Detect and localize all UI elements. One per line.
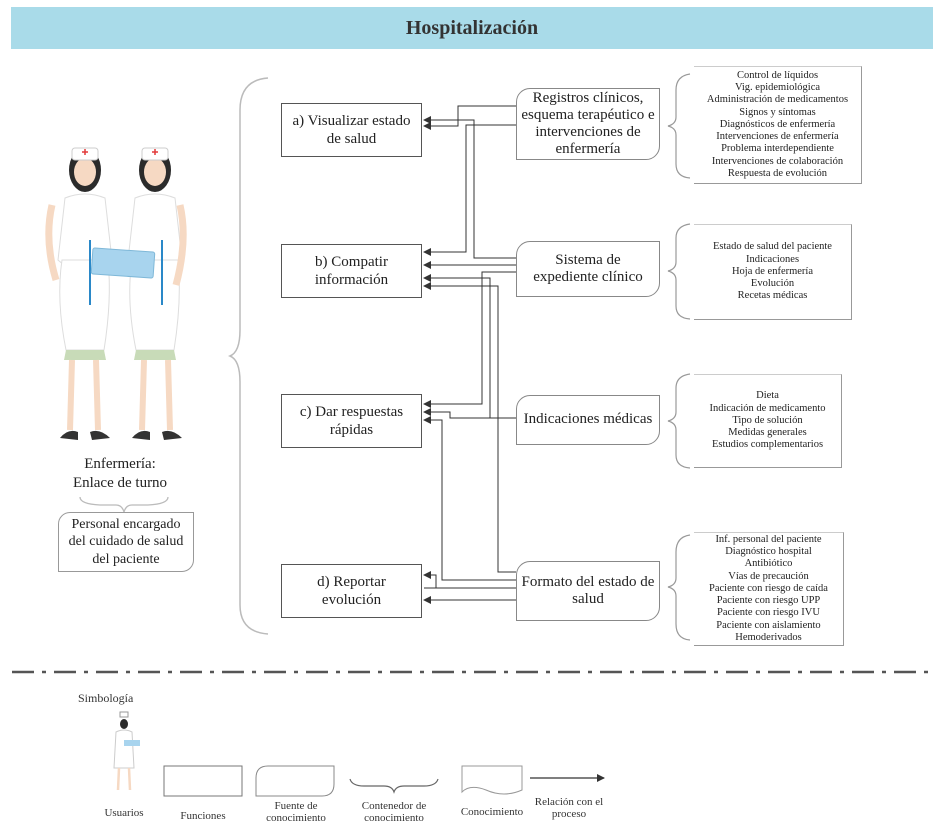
knowledge-item: Antibiótico [744, 558, 793, 570]
function-box-c[interactable]: c) Dar respuestas rápidas [281, 394, 422, 448]
legend-source-shape [255, 765, 335, 797]
legend-relation-label: Relación con el proceso [534, 796, 604, 821]
legend-user-icon [113, 711, 140, 791]
knowledge-item: Vig. epidemiológica [734, 82, 821, 94]
main-container-brace [227, 77, 269, 635]
user-note-text: Personal encargado del cuidado de salud … [68, 516, 184, 567]
function-box-a[interactable]: a) Visualizar estado de salud [281, 103, 422, 157]
user-note: Personal encargado del cuidado de salud … [58, 512, 194, 572]
knowledge-item: Intervenciones de enfermería [716, 131, 839, 143]
knowledge-list-expediente: Estado de salud del paciente Indicacione… [694, 224, 852, 320]
knowledge-item: Intervenciones de colaboración [711, 155, 844, 167]
function-box-b[interactable]: b) Compatir información [281, 244, 422, 298]
nurse-brace [79, 496, 169, 515]
legend-knowledge-label: Conocimiento [460, 806, 524, 818]
source-label: Indicaciones médicas [523, 411, 653, 428]
source-box-formato[interactable]: Formato del estado de salud [516, 561, 660, 621]
knowledge-item: Hoja de enfermería [731, 265, 814, 277]
knowledge-item: Recetas médicas [737, 290, 808, 302]
knowledge-item: Indicación de medicamento [709, 402, 826, 414]
legend-source-label: Fuente de conocimiento [266, 800, 326, 824]
legend-container-shape [349, 778, 439, 794]
source-label: Registros clínicos, esquema terapéutico … [521, 89, 655, 158]
function-label: a) Visualizar estado de salud [292, 113, 411, 147]
knowledge-item: Control de líquidos [736, 69, 819, 81]
knowledge-item: Administración de medicamentos [706, 94, 849, 106]
nurse-illustration [45, 147, 187, 440]
user-caption: Enfermería: Enlace de turno [60, 455, 180, 493]
knowledge-item: Estudios complementarios [711, 439, 824, 451]
knowledge-brace-3 [667, 373, 691, 469]
knowledge-list-formato: Inf. personal del paciente Diagnóstico h… [694, 532, 844, 646]
clipboard-icon [90, 247, 156, 279]
knowledge-list-indicaciones: Dieta Indicación de medicamento Tipo de … [694, 374, 842, 468]
knowledge-item: Problema interdependiente [721, 143, 834, 155]
knowledge-brace-2 [667, 223, 691, 320]
legend-knowledge-shape [461, 765, 523, 795]
knowledge-item: Paciente con riesgo UPP [716, 595, 821, 607]
knowledge-item: Medidas generales [728, 427, 807, 439]
legend-container-label: Contenedor de conocimiento [361, 800, 427, 824]
function-label: b) Compatir información [314, 254, 389, 288]
source-box-registros[interactable]: Registros clínicos, esquema terapéutico … [516, 88, 660, 160]
knowledge-item: Diagnóstico hospital [725, 546, 812, 558]
knowledge-item: Signos y síntomas [739, 106, 816, 118]
function-label: c) Dar respuestas rápidas [299, 404, 404, 438]
source-box-indicaciones[interactable]: Indicaciones médicas [516, 395, 660, 445]
knowledge-item: Evolución [750, 278, 795, 290]
knowledge-item: Vías de precaución [728, 570, 809, 582]
function-box-d[interactable]: d) Reportar evolución [281, 564, 422, 618]
knowledge-item: Tipo de solución [732, 414, 803, 426]
legend-function-shape [163, 765, 243, 797]
legend-title: Simbología [78, 691, 134, 705]
knowledge-brace-1 [667, 73, 691, 179]
knowledge-item: Diagnósticos de enfermería [719, 118, 836, 130]
knowledge-list-registros: Control de líquidos Vig. epidemiológica … [694, 66, 862, 184]
knowledge-item: Paciente con aislamiento [716, 619, 821, 631]
knowledge-item: Estado de salud del paciente [713, 241, 832, 253]
legend-functions-label: Funciones [180, 810, 226, 822]
knowledge-item: Paciente con riesgo de caída [709, 582, 828, 594]
user-caption-line1: Enfermería: [84, 456, 156, 472]
knowledge-item: Paciente con riesgo IVU [717, 607, 820, 619]
knowledge-item: Hemoderivados [735, 631, 802, 643]
title-bar: Hospitalización [11, 7, 933, 49]
page-title: Hospitalización [405, 16, 539, 39]
knowledge-item: Indicaciones [745, 253, 800, 265]
source-label: Sistema de expediente clínico [533, 251, 643, 285]
knowledge-brace-4 [667, 534, 691, 641]
function-label: d) Reportar evolución [317, 574, 386, 608]
source-label: Formato del estado de salud [521, 573, 655, 607]
knowledge-item: Dieta [756, 390, 779, 402]
knowledge-item: Inf. personal del paciente [715, 533, 822, 545]
knowledge-item: Respuesta de evolución [727, 167, 828, 179]
source-box-expediente[interactable]: Sistema de expediente clínico [516, 241, 660, 297]
legend-users-label: Usuarios [104, 807, 144, 819]
user-caption-line2: Enlace de turno [72, 474, 168, 491]
